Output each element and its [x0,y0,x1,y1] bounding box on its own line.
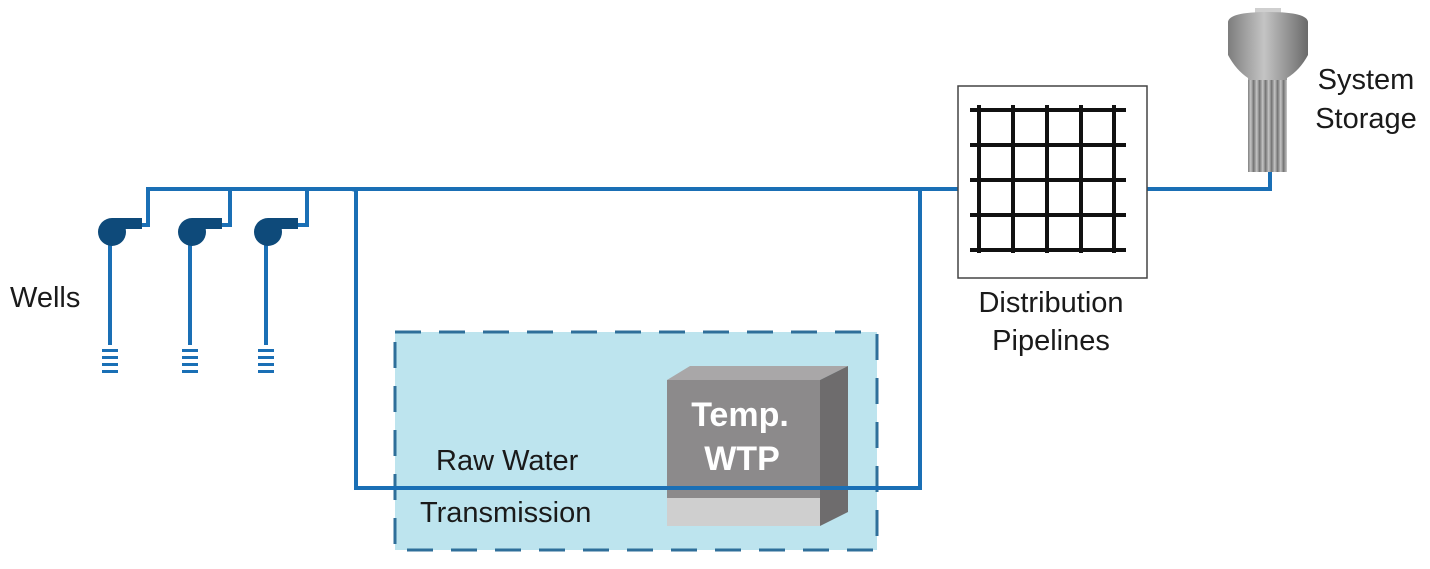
distribution-grid-icon [957,85,1148,279]
storage-label-line2: Storage [1315,103,1417,135]
well-3-riser [296,189,309,227]
water-tower-icon [1228,8,1308,172]
well-screen-icon [102,349,274,373]
wtp-label-line1: Temp. [691,396,789,434]
well-pump-icon [98,218,298,246]
distribution-label-line2: Pipelines [992,325,1110,357]
raw-water-label-line1: Raw Water [436,445,579,477]
raw-water-label-line2: Transmission [420,497,591,529]
well-2-riser [220,189,232,227]
well-1-riser [140,187,352,227]
pipe-network [108,172,1272,490]
distribution-label-line1: Distribution [978,287,1123,319]
treatment-plant-icon [667,366,848,526]
storage-label-line1: System [1318,64,1415,96]
storage-pipe [1147,172,1272,191]
wtp-label-line2: WTP [704,440,780,478]
wells-label: Wells [10,282,80,314]
